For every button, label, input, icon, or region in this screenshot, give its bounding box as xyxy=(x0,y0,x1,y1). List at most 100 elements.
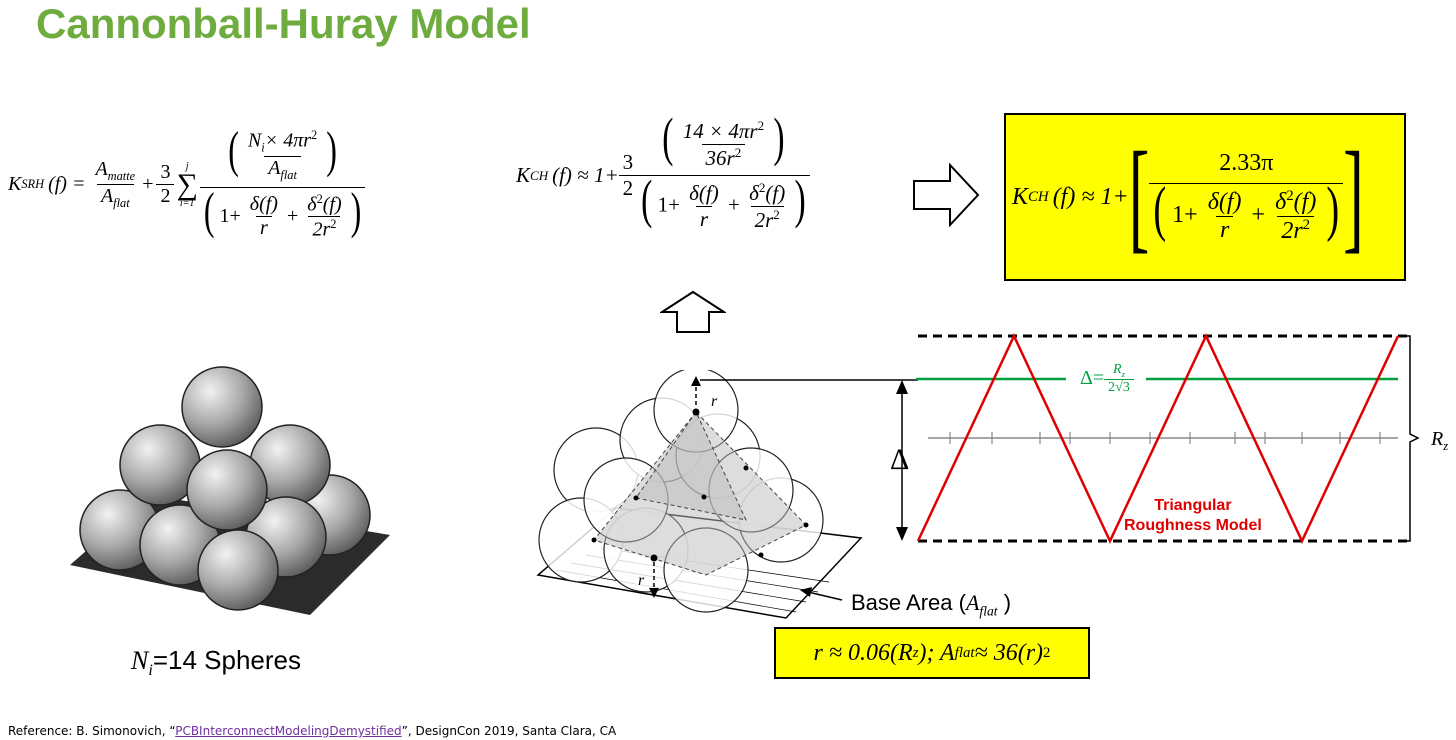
delta2-2: δ xyxy=(749,181,759,205)
triangle-profile xyxy=(916,333,1400,544)
two-r2-2: 2r xyxy=(754,208,774,232)
right-arrow-icon xyxy=(913,163,980,227)
base-area-a: A xyxy=(965,590,980,615)
kch-num-top: 14 × 4πr xyxy=(682,119,758,143)
two-r2-3: 2r xyxy=(1281,217,1303,244)
model-line-2: Roughness Model xyxy=(1124,517,1262,534)
two-r2-sup-3: 2 xyxy=(1302,216,1311,233)
delta-num-sub: z xyxy=(1121,368,1125,379)
three-halves-2: 3 2 xyxy=(618,150,638,201)
two-r2-sup-2: 2 xyxy=(773,207,780,222)
reference-link[interactable]: PCBInterconnectModelingDemystified xyxy=(175,724,402,738)
ksrh-main-fraction: ( Ni× 4πr2 Aflat ) ( 1+ δ(f)r + δ2(f)2r2… xyxy=(199,123,366,242)
rz-brace xyxy=(1402,335,1420,542)
matte-over-flat: Amatte Aflat xyxy=(91,158,139,211)
delta-f-2: δ(f) xyxy=(689,181,719,205)
delta-eq: Δ= xyxy=(1080,367,1105,390)
a-flat: A xyxy=(100,185,114,208)
delta-symbol: Δ xyxy=(890,443,910,476)
kch-k: K xyxy=(516,163,531,187)
relation-c-sup: 2 xyxy=(1043,644,1051,661)
delta-f-1: δ(f) xyxy=(249,193,278,216)
r-3: r xyxy=(1215,215,1234,244)
delta2-3: δ xyxy=(1275,188,1287,215)
delta2-rest-1: (f) xyxy=(322,193,342,216)
ni-sub: i xyxy=(148,662,153,680)
kch-num-den: 36r xyxy=(705,146,735,170)
final-arg: (f) ≈ 1+ xyxy=(1052,183,1129,210)
relation-a-sub: z xyxy=(912,644,919,661)
n-i-sub: i xyxy=(261,140,265,155)
r-1: r xyxy=(255,216,272,240)
one-plus-2: 1+ xyxy=(657,192,680,217)
ksrh-plus: + xyxy=(142,173,154,196)
kch-num-top-sup: 2 xyxy=(757,118,765,133)
final-k: K xyxy=(1012,183,1029,210)
a-matte-sub: matte xyxy=(107,169,136,184)
delta-den: 2√3 xyxy=(1104,378,1134,396)
relation-b: ); A xyxy=(918,639,955,666)
two-1: 2 xyxy=(156,184,175,208)
base-area-text: Base Area ( xyxy=(851,590,966,615)
delta-num: R xyxy=(1113,362,1122,377)
relation-b-sub: flat xyxy=(954,644,975,661)
delta2-rest-3: (f) xyxy=(1293,188,1317,215)
r-top-label: r xyxy=(711,393,718,410)
delta-formula-green: Δ= Rz 2√3 xyxy=(1080,362,1134,396)
n-i: N xyxy=(247,129,262,152)
ksrh-sub: SRH xyxy=(21,177,45,192)
relation-c: ≈ 36(r) xyxy=(974,639,1044,666)
num-den-sub: flat xyxy=(280,167,297,182)
kch-main-fraction: ( 14 × 4πr2 36r2 ) ( 1+ δ(f)r + δ2(f)2r2… xyxy=(637,112,810,233)
num-den: A xyxy=(268,156,281,179)
ni-n: N xyxy=(131,646,149,675)
one-plus-1: 1+ xyxy=(219,204,241,227)
model-line-1: Triangular xyxy=(1154,497,1232,514)
base-area-sub: flat xyxy=(979,603,998,619)
base-area-label: Base Area (Aflat ) xyxy=(851,590,1011,619)
a-matte: A xyxy=(95,158,108,181)
relation-a: r ≈ 0.06(R xyxy=(813,639,913,666)
one-plus-3: 1+ xyxy=(1172,201,1198,228)
three-1: 3 xyxy=(160,161,171,184)
rz-r: R xyxy=(1431,428,1444,450)
delta2-sup-1: 2 xyxy=(316,191,323,206)
sum-bottom: i=1 xyxy=(179,197,195,209)
reference-prefix: Reference: B. Simonovich, “ xyxy=(8,724,176,738)
sphere xyxy=(186,449,268,531)
delta2-1: δ xyxy=(307,193,317,216)
triangular-model-label: Triangular Roughness Model xyxy=(1124,496,1262,536)
r-bottom-label: r xyxy=(638,572,645,589)
ni-rest: =14 Spheres xyxy=(152,645,301,675)
two-2: 2 xyxy=(618,175,638,201)
sphere xyxy=(197,529,279,611)
up-arrow-icon xyxy=(660,290,726,333)
sphere xyxy=(181,366,263,448)
three-halves-1: 3 2 xyxy=(156,161,175,208)
delta2-sup-2: 2 xyxy=(758,180,766,195)
num-sup: 2 xyxy=(311,128,318,142)
delta-f-3: δ(f) xyxy=(1207,188,1242,215)
spheres-pyramid-illustration xyxy=(70,366,390,615)
three-2: 3 xyxy=(622,150,634,174)
two-r2-1: 2r xyxy=(312,218,331,241)
triangular-roughness-diagram xyxy=(700,333,1420,544)
wireframe-pyramid-illustration xyxy=(536,370,863,619)
base-area-close: ) xyxy=(997,590,1012,615)
final-fraction: 2.33π ( 1+ δ(f)r + δ2(f)2r2 ) xyxy=(1149,149,1344,245)
kch-sub: CH xyxy=(530,167,549,183)
two-r2-sup-1: 2 xyxy=(330,217,337,232)
delta2-rest-2: (f) xyxy=(765,181,786,205)
num-rest: × 4πr xyxy=(264,129,312,152)
reference-suffix: ”, DesignCon 2019, Santa Clara, CA xyxy=(401,724,617,738)
kch-num-den-sup: 2 xyxy=(734,145,742,160)
final-numerator: 2.33π xyxy=(1219,149,1274,176)
spheres-count-label: Ni=14 Spheres xyxy=(131,645,301,680)
ksrh-k: K xyxy=(8,173,22,196)
sigma: ∑ xyxy=(176,167,198,201)
delta2-sup-3: 2 xyxy=(1286,187,1294,204)
